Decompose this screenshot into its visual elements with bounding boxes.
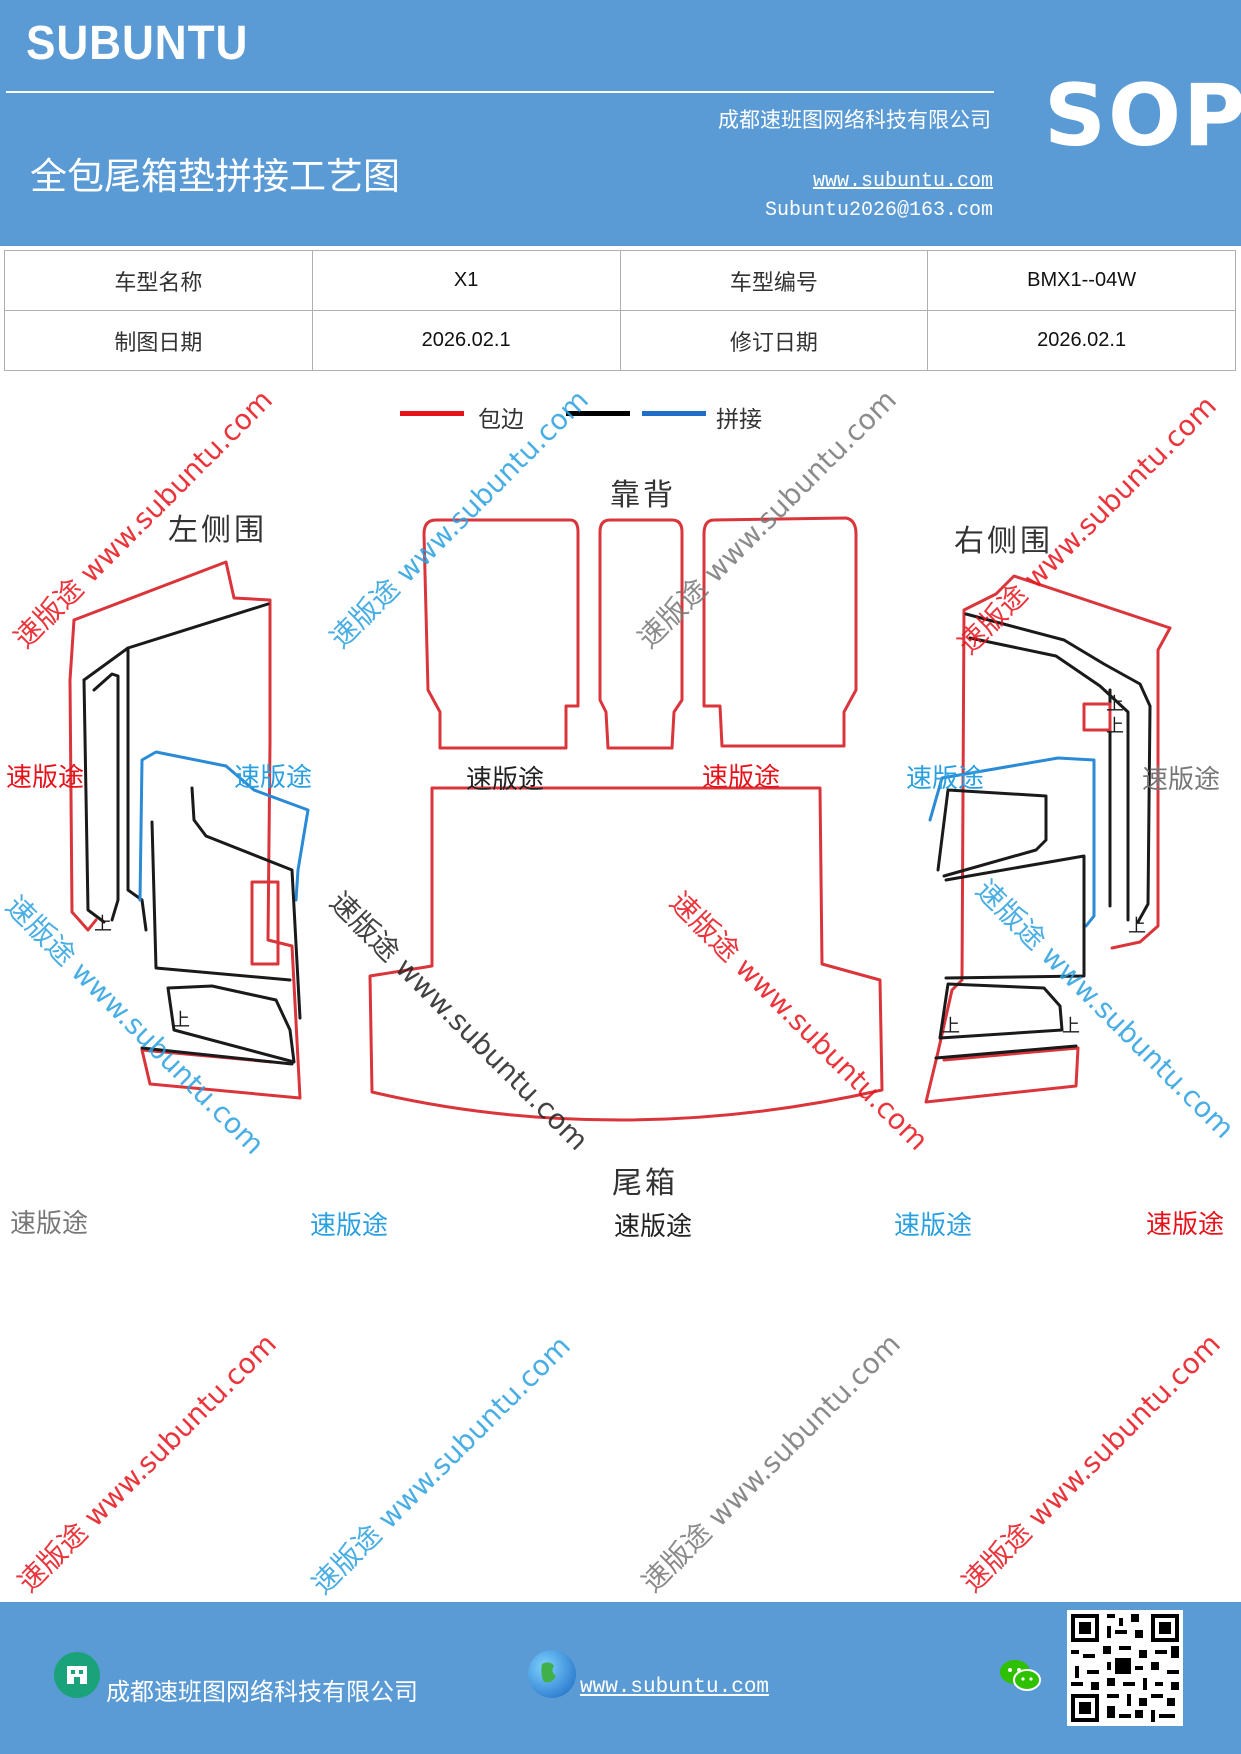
- seam-mark-6: 上: [942, 1016, 960, 1037]
- legend-swatch-seam: [566, 411, 630, 416]
- model-name-label: 车型名称: [4, 250, 313, 311]
- label-backrest: 靠背: [610, 478, 676, 513]
- brand-logo-text: SUBUNTU: [26, 17, 249, 70]
- watermark-text: 速版途: [702, 763, 781, 793]
- left-side-window: [250, 880, 280, 966]
- trunk-floor-piece: [368, 786, 884, 1122]
- model-name-value: X1: [311, 250, 621, 311]
- draw-date-label: 制图日期: [4, 310, 313, 371]
- legend-label-join: 拼接: [716, 407, 762, 433]
- watermark-text: 速版途: [894, 1211, 973, 1241]
- right-side-join-1: [928, 756, 1096, 928]
- draw-date-value: 2026.02.1: [311, 310, 621, 371]
- label-right-side: 右侧围: [954, 524, 1053, 559]
- seam-mark-4: 上: [1106, 716, 1124, 737]
- table-row: 车型名称 X1 车型编号 BMX1--04W: [4, 250, 1236, 311]
- left-side-outer-edge: [72, 560, 302, 1100]
- header-banner: SUBUNTU 全包尾箱垫拼接工艺图 成都速班图网络科技有限公司 www.sub…: [0, 0, 1241, 246]
- right-side-seam-2: [968, 636, 1130, 922]
- watermark-text: 速版途: [310, 1211, 389, 1241]
- legend-swatch-join: [642, 411, 706, 416]
- watermark-text: 速版途: [234, 763, 313, 793]
- left-side-front-edge: [68, 618, 98, 932]
- seam-mark-1: 上: [94, 914, 112, 935]
- watermark-text: 速版途: [614, 1212, 693, 1242]
- right-side-seam-1: [964, 612, 1152, 924]
- backrest-middle-piece: [598, 518, 684, 750]
- seam-mark-3: 上: [1106, 694, 1124, 715]
- footer-banner: [0, 1602, 1241, 1754]
- label-left-side: 左侧围: [168, 513, 267, 548]
- right-side-seam-6: [938, 982, 1064, 1040]
- qr-code: [1067, 1610, 1183, 1726]
- left-side-seam-7: [166, 984, 296, 1064]
- header-company: 成都速班图网络科技有限公司: [718, 108, 991, 132]
- watermark-text: 速版途: [6, 763, 85, 793]
- info-table: 车型名称 X1 车型编号 BMX1--04W 制图日期 2026.02.1 修订…: [4, 250, 1236, 371]
- left-side-seam-3: [92, 672, 120, 922]
- right-side-back-edge: [1110, 626, 1172, 950]
- watermark-text: 速版途: [906, 764, 985, 794]
- header-email[interactable]: Subuntu2026@163.com: [764, 199, 993, 222]
- right-side-notch: [1082, 702, 1112, 732]
- revise-date-label: 修订日期: [619, 310, 929, 371]
- left-side-seam-2: [82, 678, 106, 924]
- sop-badge: SOP: [1044, 66, 1241, 166]
- table-row: 制图日期 2026.02.1 修订日期 2026.02.1: [4, 310, 1236, 371]
- model-code-label: 车型编号: [619, 250, 929, 311]
- page-title: 全包尾箱垫拼接工艺图: [30, 155, 400, 198]
- watermark-text: 速版途: [466, 765, 545, 795]
- seam-mark-5: 上: [1128, 916, 1146, 937]
- left-side-seam-4: [126, 646, 148, 932]
- backrest-right-piece: [702, 516, 858, 748]
- building-icon: [54, 1652, 100, 1698]
- legend: 包边 拼接: [400, 400, 820, 433]
- watermark-text: 速版途: [1142, 765, 1221, 795]
- header-website-link[interactable]: www.subuntu.com: [812, 170, 993, 193]
- model-code-value: BMX1--04W: [927, 250, 1236, 311]
- legend-swatch-edge: [400, 411, 464, 416]
- left-side-seam-1: [82, 602, 270, 682]
- watermark-text: 速版途: [1146, 1210, 1225, 1240]
- footer-website-link[interactable]: www.subuntu.com: [580, 1676, 770, 1699]
- legend-label-edge: 包边: [478, 407, 524, 433]
- right-side-seam-7: [934, 1044, 1078, 1060]
- seam-mark-2: 上: [172, 1010, 190, 1031]
- header-divider: [6, 91, 994, 93]
- seam-mark-7: 上: [1062, 1016, 1080, 1037]
- right-side-outer-edge: [924, 574, 1172, 1104]
- left-side-seam-8: [140, 1046, 294, 1066]
- wechat-icon[interactable]: [998, 1656, 1042, 1696]
- right-side-seam-5: [944, 854, 1086, 980]
- backrest-left-piece: [422, 518, 580, 750]
- revise-date-value: 2026.02.1: [927, 310, 1236, 371]
- left-side-join-1: [138, 750, 310, 902]
- watermark-text: 速版途: [10, 1209, 89, 1239]
- left-side-seam-6: [150, 820, 292, 982]
- left-side-seam-5: [190, 786, 302, 1020]
- right-side-seam-4: [936, 788, 1048, 878]
- globe-icon: [528, 1650, 576, 1698]
- label-trunk: 尾箱: [612, 1166, 678, 1201]
- footer-company: 成都速班图网络科技有限公司: [106, 1678, 418, 1706]
